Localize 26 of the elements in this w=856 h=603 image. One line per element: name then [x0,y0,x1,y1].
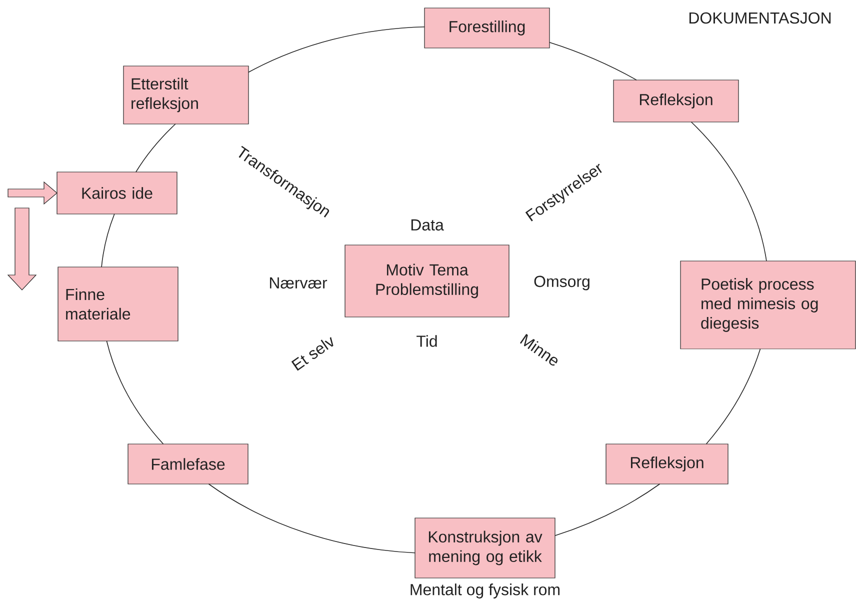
stage-box: Famlefase [128,444,248,484]
cycle-arc [248,26,425,73]
cycle-arc [208,484,416,554]
label: Et selv [291,337,334,371]
label: Omsorg [534,276,590,290]
stage-box: Etterstilt refleksjon [123,66,249,124]
stage-box: Konstruksjon av mening og etikk [414,518,556,578]
block-arrow [8,181,58,205]
stage-box: Kairos ide [56,172,178,214]
cycle-arc [101,214,115,268]
node-label: Mentalt og fysisk rom [410,584,560,598]
label: DOKUMENTASJON [689,12,831,24]
label: Nærvær [270,277,328,289]
stage-box: Refleksjon [613,80,739,122]
cycle-arc [554,484,660,536]
cycle-arc [549,42,637,80]
stage-box: Forestilling [424,8,550,48]
cycle-arc [690,122,767,262]
cycle-arc [706,348,761,444]
stage-box: Refleksjon [606,444,728,484]
stage-box: Poetisk process med mimesis og diegesis [680,260,856,350]
label: Tid [416,335,437,347]
cycle-arc [106,340,164,444]
stage-box: Finne materiale [58,266,178,342]
center-box: Motiv Tema Problemstilling [344,244,510,318]
cycle-arc [136,124,176,172]
